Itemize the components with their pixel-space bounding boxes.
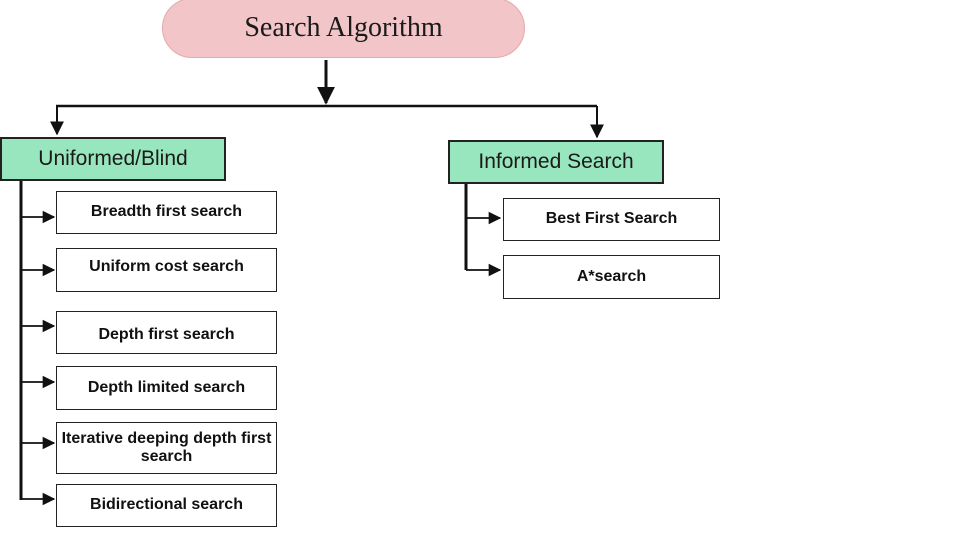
root-label: Search Algorithm	[244, 11, 443, 43]
root-node: Search Algorithm	[162, 0, 525, 58]
leaf-label: Best First Search	[545, 210, 678, 228]
leaf-iterative-deepening: Iterative deeping depth first search	[56, 422, 277, 474]
leaf-a-star: A*search	[503, 255, 720, 299]
category-label: Uniformed/Blind	[38, 146, 188, 170]
leaf-label: Uniform cost search	[89, 258, 244, 275]
category-label: Informed Search	[478, 149, 634, 173]
leaf-bidirectional: Bidirectional search	[56, 484, 277, 527]
leaf-label: Breadth first search	[90, 203, 243, 221]
leaf-uniform-cost: Uniform cost search	[56, 248, 277, 292]
leaf-best-first: Best First Search	[503, 198, 720, 241]
leaf-depth-first: Depth first search	[56, 311, 277, 354]
leaf-label: Iterative deeping depth first search	[61, 429, 272, 465]
leaf-label: Bidirectional search	[90, 496, 243, 514]
leaf-label: Depth limited search	[87, 378, 246, 396]
leaf-breadth-first: Breadth first search	[56, 191, 277, 234]
category-uninformed: Uniformed/Blind	[0, 137, 226, 181]
leaf-label: A*search	[576, 267, 647, 285]
leaf-label: Depth first search	[98, 325, 235, 343]
category-informed: Informed Search	[448, 140, 664, 184]
leaf-depth-limited: Depth limited search	[56, 366, 277, 410]
